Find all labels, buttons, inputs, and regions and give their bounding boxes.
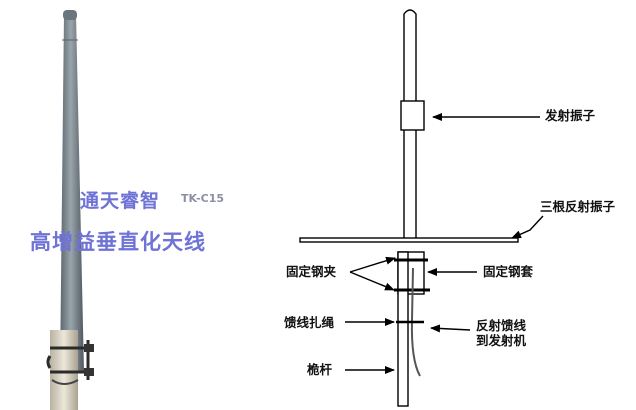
label-feeder-tie: 馈线扎绳 (284, 315, 335, 330)
watermark-title: 高增益垂直化天线 (30, 230, 206, 254)
radome (60, 10, 84, 372)
label-feeder-line-1: 反射馈线 (476, 318, 527, 333)
radiating-element-box (400, 100, 425, 131)
label-fixed-clamp: 固定钢夹 (286, 264, 337, 279)
feeder-cable (410, 267, 421, 377)
watermark-brand: 通天睿智 (80, 190, 161, 212)
arrow-clamp-upper (349, 256, 396, 273)
arrow-feeder-line (430, 324, 471, 333)
label-fixed-sleeve: 固定钢套 (483, 264, 534, 279)
mast-pipe (50, 330, 78, 410)
label-radiating-element: 发射振子 (545, 108, 596, 123)
label-mast: 桅杆 (307, 362, 333, 377)
label-feeder-line: 反射馈线 到发射机 (476, 318, 526, 348)
radome-cap (63, 10, 77, 20)
label-three-reflectors: 三根反射振子 (540, 199, 616, 214)
arrow-clamp-lower (349, 271, 395, 291)
arrow-reflectors (511, 215, 544, 239)
mast (397, 251, 409, 407)
reflector-plane (299, 237, 519, 243)
watermark-model: TK-C15 (181, 192, 225, 205)
antenna-photo (46, 10, 94, 410)
label-feeder-line-2: 到发射机 (476, 333, 527, 348)
